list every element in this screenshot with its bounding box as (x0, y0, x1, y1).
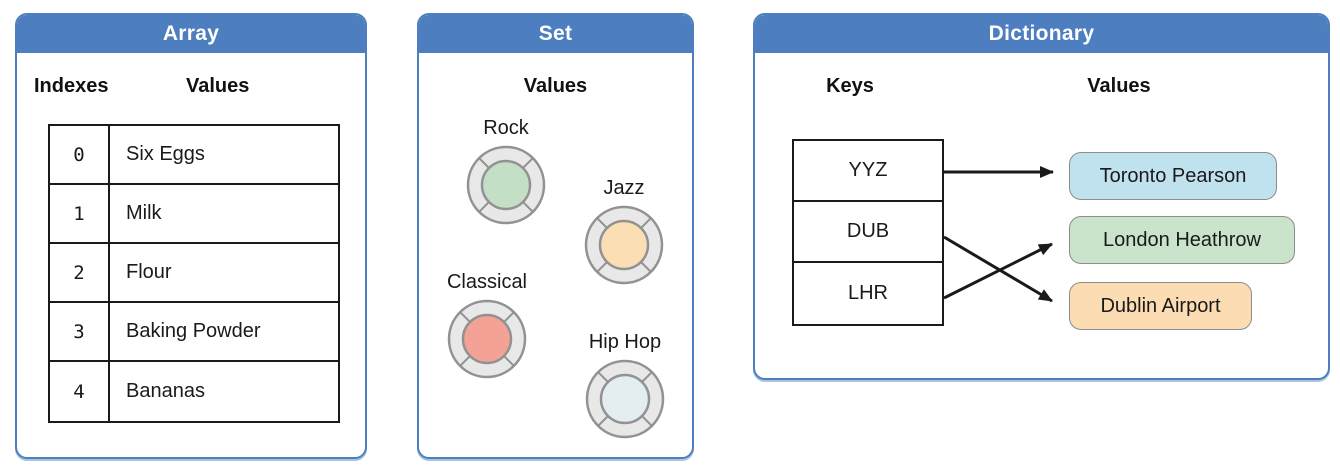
array-index-cell: 0 (50, 126, 110, 183)
dictionary-key-cell: DUB (794, 202, 942, 263)
set-item: Hip Hop (565, 329, 685, 439)
mapping-arrow-lhr (943, 242, 1053, 300)
dictionary-value-pill: Dublin Airport (1069, 282, 1252, 330)
life-ring-icon (584, 205, 664, 285)
set-item: Classical (427, 269, 547, 379)
array-panel: Array Indexes Values 0 Six Eggs 1 Milk 2… (15, 13, 367, 459)
array-value-cell: Flour (126, 261, 172, 283)
life-ring-icon (585, 359, 665, 439)
dictionary-values-header: Values (1087, 75, 1151, 97)
array-value-cell: Baking Powder (126, 320, 261, 342)
dictionary-keys-header: Keys (826, 75, 874, 97)
set-item-label: Jazz (603, 177, 645, 199)
dictionary-key-cell: LHR (847, 282, 888, 304)
array-table: 0 Six Eggs 1 Milk 2 Flour 3 Baking Powde… (48, 124, 340, 423)
life-ring-icon (447, 299, 527, 379)
set-panel: Set Values Rock Jazz (417, 13, 694, 459)
array-index-cell: 1 (50, 185, 110, 242)
dictionary-value-pill: London Heathrow (1069, 216, 1295, 264)
set-item-label: Rock (483, 117, 529, 139)
dictionary-keys-table: YYZ DUB LHR (792, 139, 944, 326)
table-row: 0 Six Eggs (50, 126, 338, 185)
dictionary-value-pill: Toronto Pearson (1069, 152, 1277, 200)
table-row: 4 Bananas (50, 362, 338, 421)
mapping-arrow-dub (943, 235, 1053, 303)
array-index-cell: 2 (50, 244, 110, 301)
dictionary-panel: Dictionary Keys Values YYZ DUB LHR Toron… (753, 13, 1330, 380)
array-index-cell: 3 (50, 303, 110, 360)
set-item-label: Classical (446, 271, 528, 293)
set-item: Rock (446, 115, 566, 225)
dictionary-panel-title: Dictionary (755, 15, 1328, 53)
array-value-cell: Six Eggs (126, 143, 205, 165)
table-row: 3 Baking Powder (50, 303, 338, 362)
set-item-label: Hip Hop (588, 331, 662, 353)
table-row: 2 Flour (50, 244, 338, 303)
table-row: 1 Milk (50, 185, 338, 244)
array-value-cell: Milk (126, 202, 162, 224)
array-index-cell: 4 (50, 362, 110, 421)
set-panel-title: Set (419, 15, 692, 53)
array-value-cell: Bananas (126, 380, 205, 402)
set-values-header: Values (523, 75, 588, 97)
set-item: Jazz (564, 175, 684, 285)
life-ring-icon (466, 145, 546, 225)
array-indexes-header: Indexes (34, 75, 109, 97)
array-panel-title: Array (17, 15, 365, 53)
dictionary-key-cell: YYZ (794, 141, 942, 202)
array-values-header: Values (186, 75, 250, 97)
